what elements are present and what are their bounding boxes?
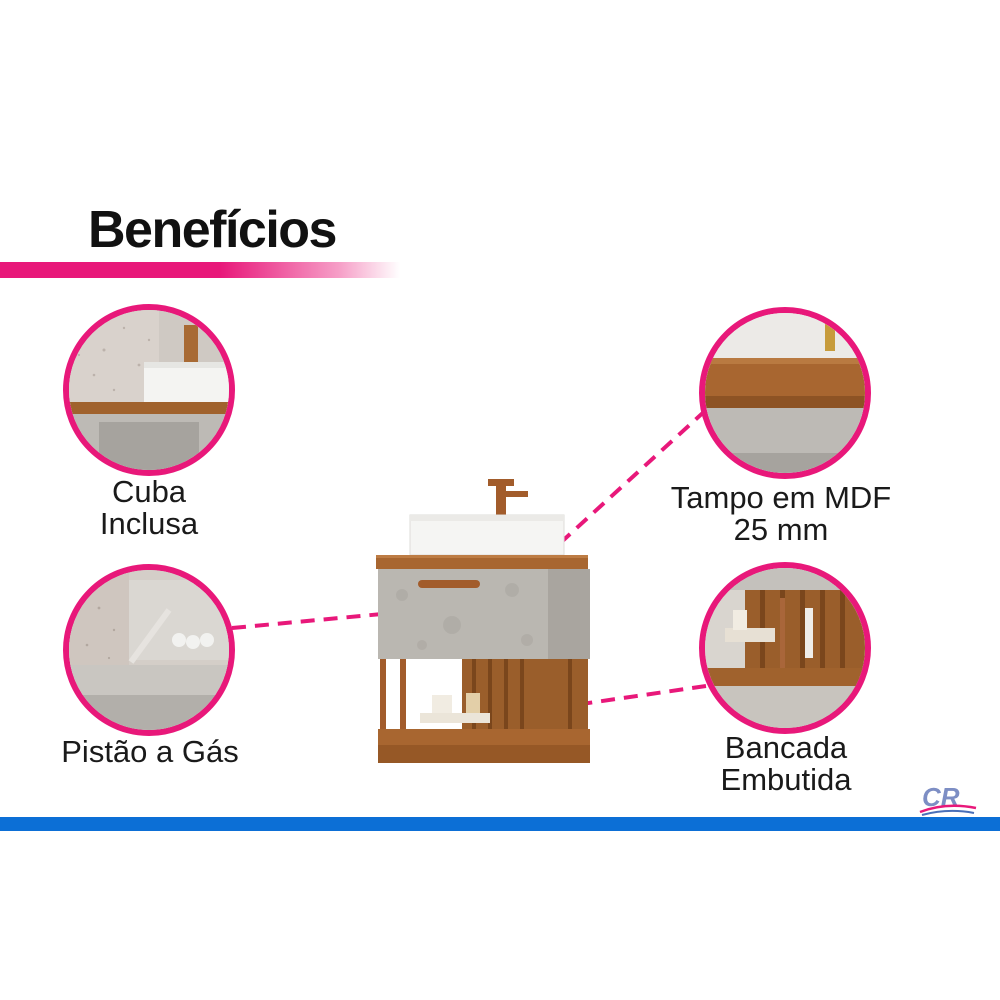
cuba-label-line1: Cuba (111, 474, 187, 509)
pistao-detail-image (63, 564, 235, 736)
bancada-label-line2: Embutida (720, 762, 852, 797)
title-underline-bar (0, 262, 400, 278)
pistao-label-line1: Pistão a Gás (61, 734, 239, 769)
bancada-label: Bancada Embutida (690, 732, 882, 796)
bancada-label-line1: Bancada (724, 730, 848, 765)
cuba-label: Cuba Inclusa (63, 476, 235, 540)
cuba-label-line2: Inclusa (99, 506, 199, 541)
page-title: Benefícios (88, 201, 337, 259)
tampo-label-line2: 25 mm (733, 512, 829, 547)
bottom-accent-bar (0, 817, 1000, 831)
tampo-detail-image (699, 307, 871, 479)
pistao-label: Pistão a Gás (40, 736, 260, 768)
vanity-cabinet-image (376, 479, 590, 763)
bancada-detail-image (699, 562, 871, 734)
brand-logo: CR (918, 778, 978, 818)
tampo-label: Tampo em MDF 25 mm (650, 482, 912, 546)
tampo-label-line1: Tampo em MDF (670, 480, 892, 515)
cuba-detail-image (63, 304, 235, 476)
